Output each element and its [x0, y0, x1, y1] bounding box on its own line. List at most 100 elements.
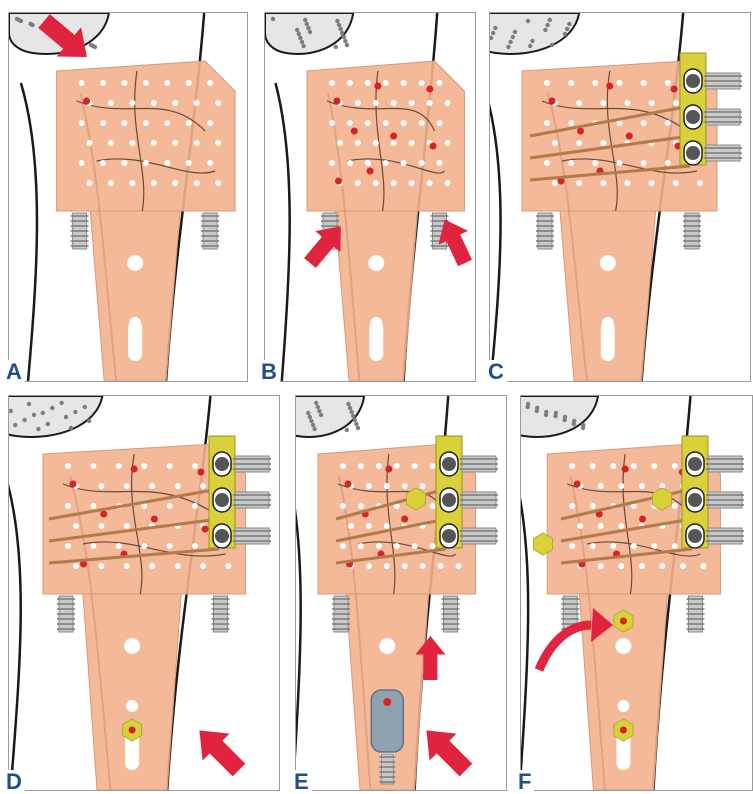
head-hole [412, 463, 418, 469]
head-hole [618, 523, 624, 529]
head-hole [73, 523, 79, 529]
carpal-texture [46, 422, 50, 426]
shaft-hole [617, 700, 629, 712]
carpal-texture [343, 39, 347, 43]
head-hole [194, 180, 200, 186]
carpal-texture [36, 427, 40, 431]
head-hole [402, 483, 408, 489]
head-hole [340, 543, 346, 549]
drill-bit [379, 754, 395, 784]
carpal-bones [9, 396, 102, 437]
panel-d [8, 395, 280, 791]
head-hole [151, 140, 157, 146]
head-hole [100, 120, 106, 126]
head-hole [651, 463, 657, 469]
head-hole [391, 100, 397, 106]
head-hole [87, 140, 93, 146]
carpal-texture [41, 411, 45, 415]
head-hole [641, 160, 647, 166]
head-hole [391, 180, 397, 186]
k-wire-point [374, 83, 381, 90]
head-hole [348, 523, 354, 529]
head-hole [108, 180, 114, 186]
head-hole [576, 100, 582, 106]
head-hole [365, 160, 371, 166]
shaft-slot [128, 321, 142, 361]
shaft-hole [615, 638, 631, 654]
head-hole [618, 563, 624, 569]
head-hole [79, 120, 85, 126]
head-hole [151, 180, 157, 186]
carpal-texture [314, 401, 318, 405]
head-hole [167, 463, 173, 469]
reduction-screw-left [332, 596, 350, 632]
carpal-texture [563, 32, 567, 36]
head-hole [100, 80, 106, 86]
shaft-slot [369, 321, 383, 361]
head-hole [65, 503, 71, 509]
head-hole [618, 483, 624, 489]
head-hole [90, 503, 96, 509]
head-hole [419, 160, 425, 166]
head-hole [617, 80, 623, 86]
locking-cap [407, 488, 426, 510]
head-hole [186, 120, 192, 126]
head-hole [651, 543, 657, 549]
carpal-texture [297, 32, 301, 36]
shaft-screw-center [129, 727, 136, 734]
plate-assembly [265, 13, 465, 381]
carpal-texture [305, 22, 309, 26]
head-hole [384, 563, 390, 569]
head-hole [143, 160, 149, 166]
k-wire-point [577, 128, 584, 135]
reduction-screw-right [683, 213, 701, 249]
k-wire-point [151, 516, 158, 523]
head-hole [610, 463, 616, 469]
head-hole [665, 80, 671, 86]
k-wire-point [430, 143, 437, 150]
shaft-hole [368, 255, 384, 271]
carpal-texture [528, 44, 532, 48]
carpal-texture [511, 35, 515, 39]
head-hole [438, 563, 444, 569]
head-hole [697, 180, 703, 186]
head-hole [376, 543, 382, 549]
head-hole [427, 100, 433, 106]
panel-label-c: C [486, 360, 507, 383]
guide-hole [688, 457, 702, 471]
head-hole [600, 180, 606, 186]
head-hole [98, 563, 104, 569]
head-hole [121, 120, 127, 126]
illustration [490, 13, 750, 381]
carpal-texture [338, 27, 342, 31]
head-hole [215, 100, 221, 106]
carpal-texture [312, 427, 316, 431]
head-hole [329, 160, 335, 166]
head-hole [98, 523, 104, 529]
guide-hole [442, 457, 456, 471]
k-wire-point [335, 178, 342, 185]
head-hole [401, 80, 407, 86]
head-hole [373, 180, 379, 186]
head-hole [383, 120, 389, 126]
shaft-slot [601, 321, 615, 361]
head-hole [598, 563, 604, 569]
reduction-screw-right [212, 596, 230, 632]
head-hole [207, 160, 213, 166]
bone-contour-left [9, 466, 21, 790]
head-hole [672, 463, 678, 469]
head-hole [366, 523, 372, 529]
k-wire-point [345, 481, 352, 488]
k-wire-point [351, 128, 358, 135]
head-hole [355, 140, 361, 146]
head-hole [347, 80, 353, 86]
head-hole [402, 563, 408, 569]
carpal-texture [308, 415, 312, 419]
guide-hole [688, 529, 702, 543]
guide-hole [442, 529, 456, 543]
k-wire-point [70, 481, 77, 488]
head-hole [124, 563, 130, 569]
carpal-texture [545, 23, 549, 27]
head-hole [383, 160, 389, 166]
head-hole [437, 80, 443, 86]
